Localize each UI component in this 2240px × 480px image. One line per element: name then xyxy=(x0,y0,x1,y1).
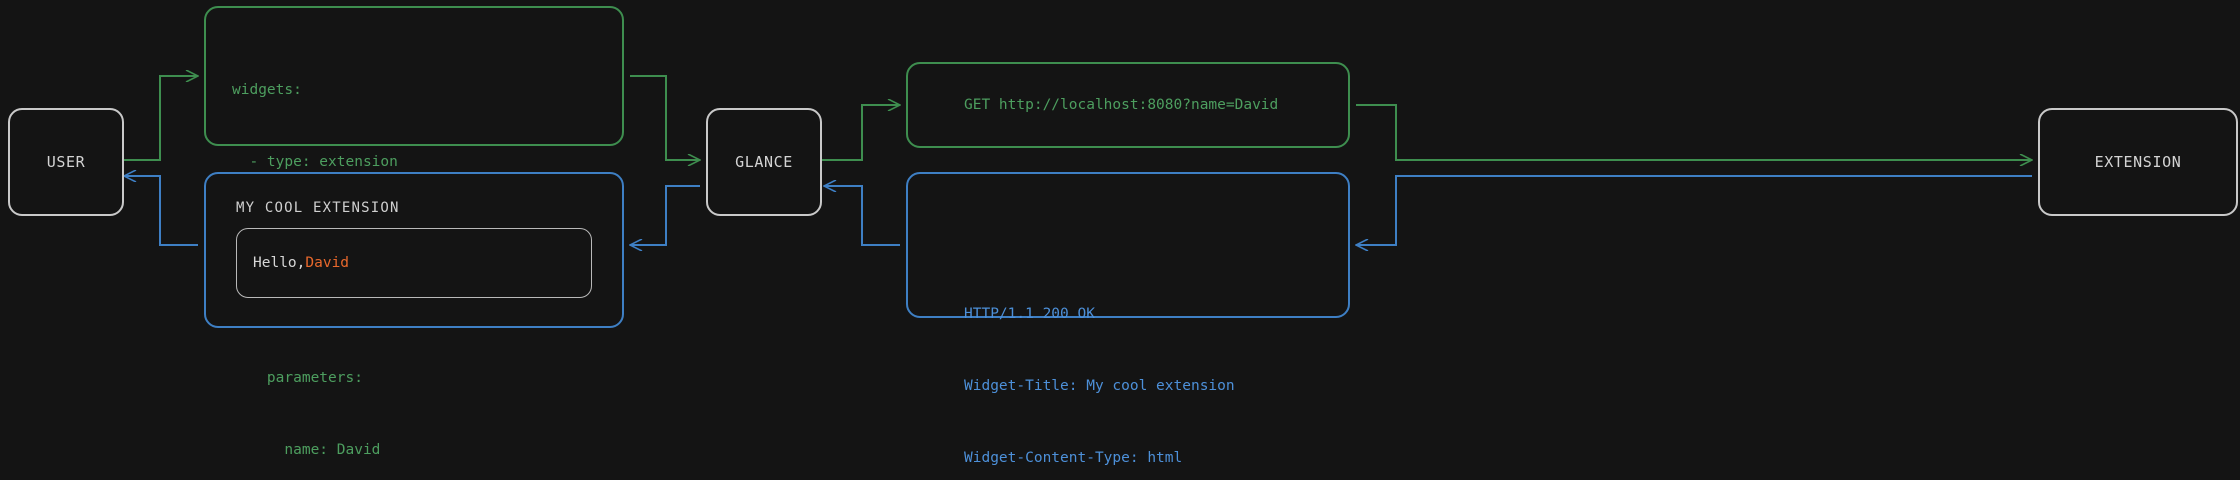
http-response-code: HTTP/1.1 200 OK Widget-Title: My cool ex… xyxy=(934,244,1322,480)
config-yaml-box: widgets: - type: extension url: http://l… xyxy=(204,6,624,458)
yaml-line-type: - type: extension xyxy=(232,154,398,170)
yaml-line-widgets: widgets: xyxy=(232,82,302,98)
edge-widget-to-user xyxy=(124,176,198,246)
widget-title: MY COOL EXTENSION xyxy=(236,200,400,216)
node-user-label: USER xyxy=(46,153,86,171)
response-line-content-type: Widget-Content-Type: html xyxy=(964,450,1183,466)
edge-glance-to-request xyxy=(818,105,900,161)
node-extension[interactable]: EXTENSION xyxy=(2038,108,2238,216)
edge-glance-to-widget xyxy=(630,185,700,245)
rendered-widget-box: MY COOL EXTENSION Hello, David xyxy=(204,172,624,328)
node-extension-label: EXTENSION xyxy=(2094,153,2182,171)
yaml-line-name: name: David xyxy=(232,442,381,458)
edge-user-to-config xyxy=(120,76,198,161)
http-response-box: HTTP/1.1 200 OK Widget-Title: My cool ex… xyxy=(906,172,1350,466)
widget-greeting: Hello, xyxy=(253,255,306,271)
edge-config-to-glance xyxy=(630,75,700,160)
node-glance[interactable]: GLANCE xyxy=(706,108,822,216)
edge-response-to-glance xyxy=(824,186,900,246)
widget-body: Hello, David xyxy=(236,228,592,298)
node-user[interactable]: USER xyxy=(8,108,124,216)
http-request-text: GET http://localhost:8080?name=David xyxy=(964,97,1279,113)
edge-request-to-extension xyxy=(1356,104,2032,160)
edge-extension-to-response xyxy=(1356,175,2032,245)
yaml-line-parameters: parameters: xyxy=(232,370,363,386)
widget-user-name: David xyxy=(305,255,350,271)
http-request-box: GET http://localhost:8080?name=David xyxy=(906,62,1350,148)
node-glance-label: GLANCE xyxy=(735,153,793,171)
response-line-title: Widget-Title: My cool extension xyxy=(964,378,1235,394)
response-line-status: HTTP/1.1 200 OK xyxy=(964,306,1095,322)
